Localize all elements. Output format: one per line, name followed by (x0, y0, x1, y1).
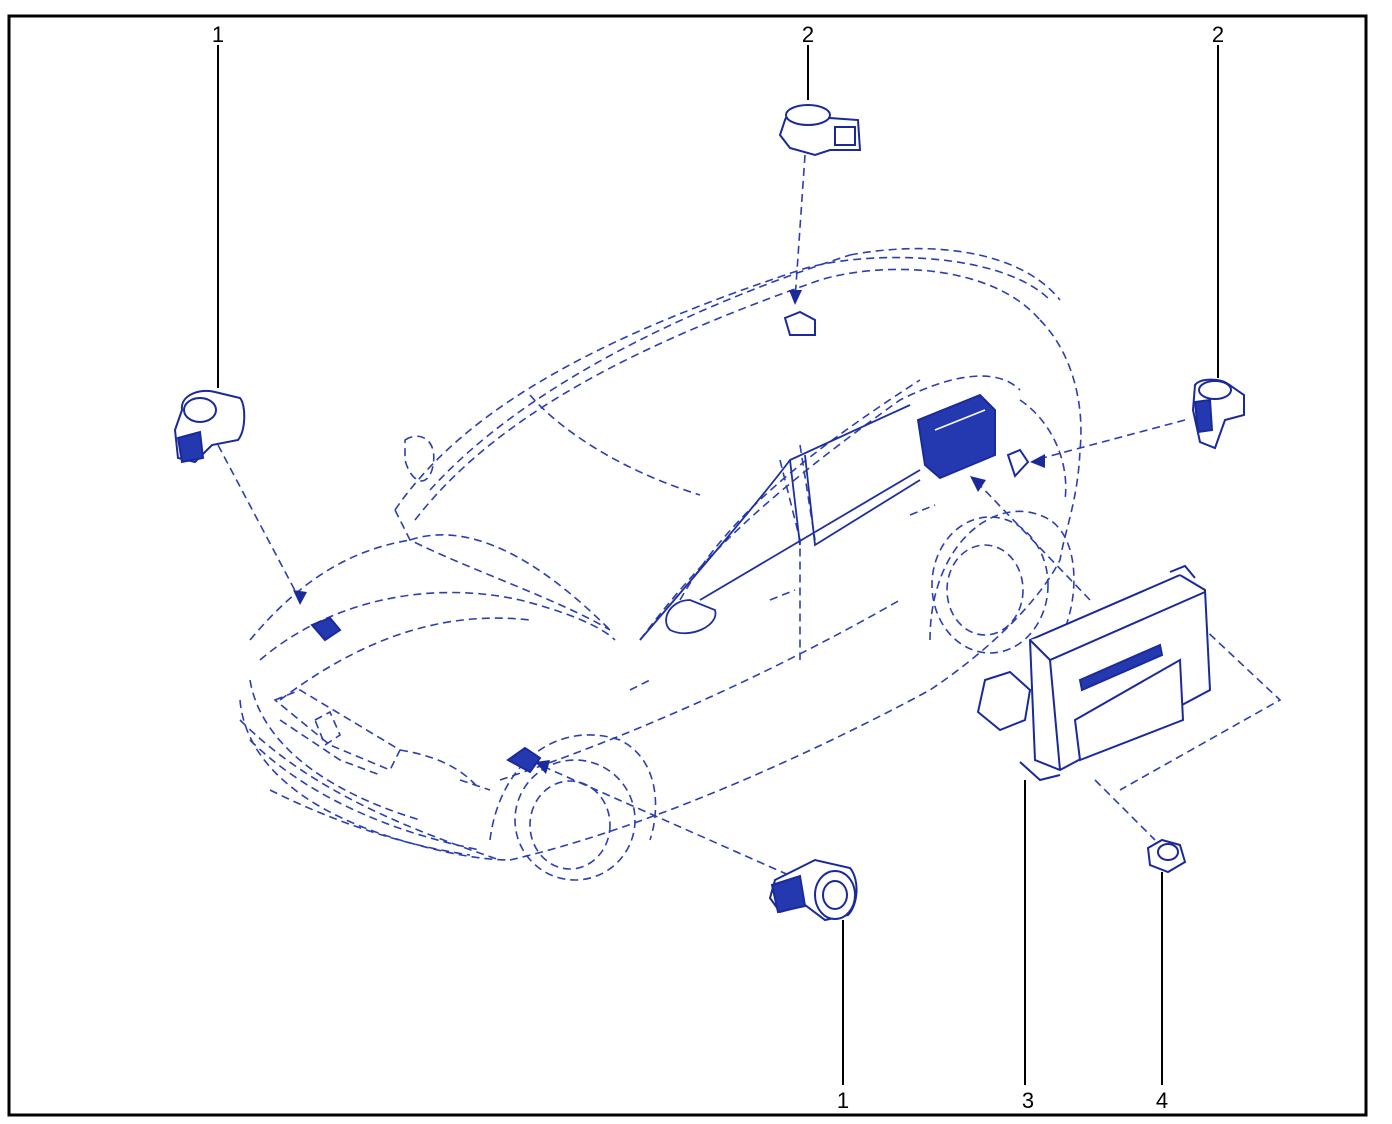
mounted-control-unit (916, 393, 996, 480)
mounted-sensor-roof (783, 310, 816, 336)
sensor-1-lower (768, 858, 858, 922)
sensor-2-top (778, 104, 862, 157)
sensor-1-upper-left (173, 390, 246, 464)
arrowheads (293, 290, 1045, 774)
nut-4 (1146, 838, 1187, 874)
callout-label: 1 (212, 22, 224, 47)
vehicle-solid-details (639, 404, 921, 641)
callout-label: 3 (1022, 1088, 1034, 1113)
diagram-border (7, 14, 1368, 1117)
callout-label: 2 (1212, 22, 1224, 47)
vehicle-outline (239, 247, 1082, 881)
mounted-sensor-front (310, 616, 342, 642)
callout-label: 2 (802, 22, 814, 47)
sensor-2-right (1191, 378, 1245, 450)
callout-label: 1 (837, 1088, 849, 1113)
mounted-sensor-side (506, 746, 542, 774)
callout-leaders (217, 45, 1219, 1085)
pointer-lines (217, 154, 1282, 881)
callout-label: 4 (1156, 1088, 1168, 1113)
mounted-sensor-rear (1006, 448, 1030, 478)
control-unit-3 (976, 564, 1212, 782)
